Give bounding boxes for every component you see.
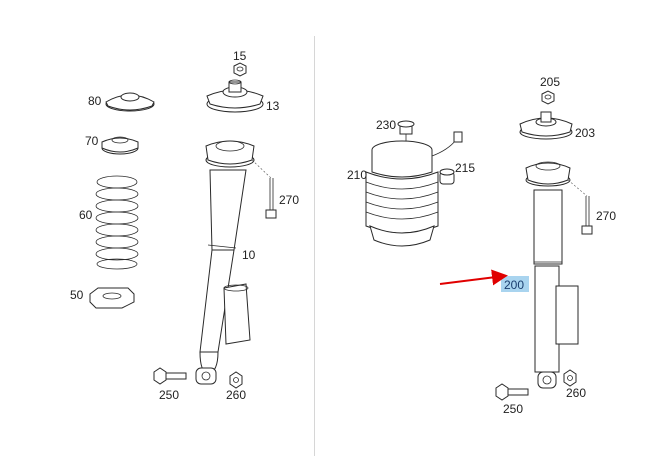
label-80[interactable]: 80: [88, 94, 102, 108]
label-205[interactable]: 205: [540, 75, 561, 89]
part-210-air-spring[interactable]: [365, 131, 463, 247]
part-203-upper-mount[interactable]: [519, 111, 573, 140]
part-250-bolt-left[interactable]: [153, 367, 187, 385]
label-260-left[interactable]: 260: [226, 388, 247, 402]
label-10[interactable]: 10: [242, 248, 256, 262]
part-15-nut[interactable]: [233, 62, 247, 77]
label-210[interactable]: 210: [347, 168, 368, 182]
label-230[interactable]: 230: [376, 118, 397, 132]
label-50[interactable]: 50: [70, 288, 84, 302]
part-10-shock-absorber[interactable]: [195, 140, 255, 385]
label-270-left[interactable]: 270: [279, 193, 300, 207]
label-70[interactable]: 70: [85, 134, 99, 148]
part-205-nut[interactable]: [541, 90, 555, 105]
label-200-highlighted[interactable]: 200: [504, 278, 525, 292]
part-250-bolt-right[interactable]: [495, 383, 529, 401]
label-60[interactable]: 60: [79, 208, 93, 222]
label-250-left[interactable]: 250: [159, 388, 180, 402]
panel-divider: [314, 36, 315, 456]
part-260-nut-left[interactable]: [229, 371, 243, 389]
part-80-top-mount[interactable]: [105, 92, 155, 112]
label-15[interactable]: 15: [233, 49, 247, 63]
pointer-arrow: [439, 269, 508, 286]
label-215[interactable]: 215: [455, 161, 476, 175]
part-270-bolt-right[interactable]: [567, 179, 593, 235]
highlight-box: [501, 276, 529, 292]
label-13[interactable]: 13: [266, 99, 280, 113]
part-60-coil-spring[interactable]: [95, 175, 139, 270]
part-50-spring-seat[interactable]: [89, 287, 135, 309]
part-215-sleeve[interactable]: [439, 168, 455, 185]
part-70-spring-pad[interactable]: [101, 136, 139, 155]
part-230-valve[interactable]: [397, 120, 415, 142]
part-260-nut-right[interactable]: [563, 369, 577, 387]
label-250-right[interactable]: 250: [503, 402, 524, 416]
part-270-bolt-left[interactable]: [251, 159, 277, 219]
part-13-upper-mount[interactable]: [206, 79, 264, 113]
label-270-right[interactable]: 270: [596, 209, 617, 223]
label-203[interactable]: 203: [575, 126, 596, 140]
label-260-right[interactable]: 260: [566, 386, 587, 400]
part-200-shock-absorber[interactable]: [525, 161, 579, 389]
